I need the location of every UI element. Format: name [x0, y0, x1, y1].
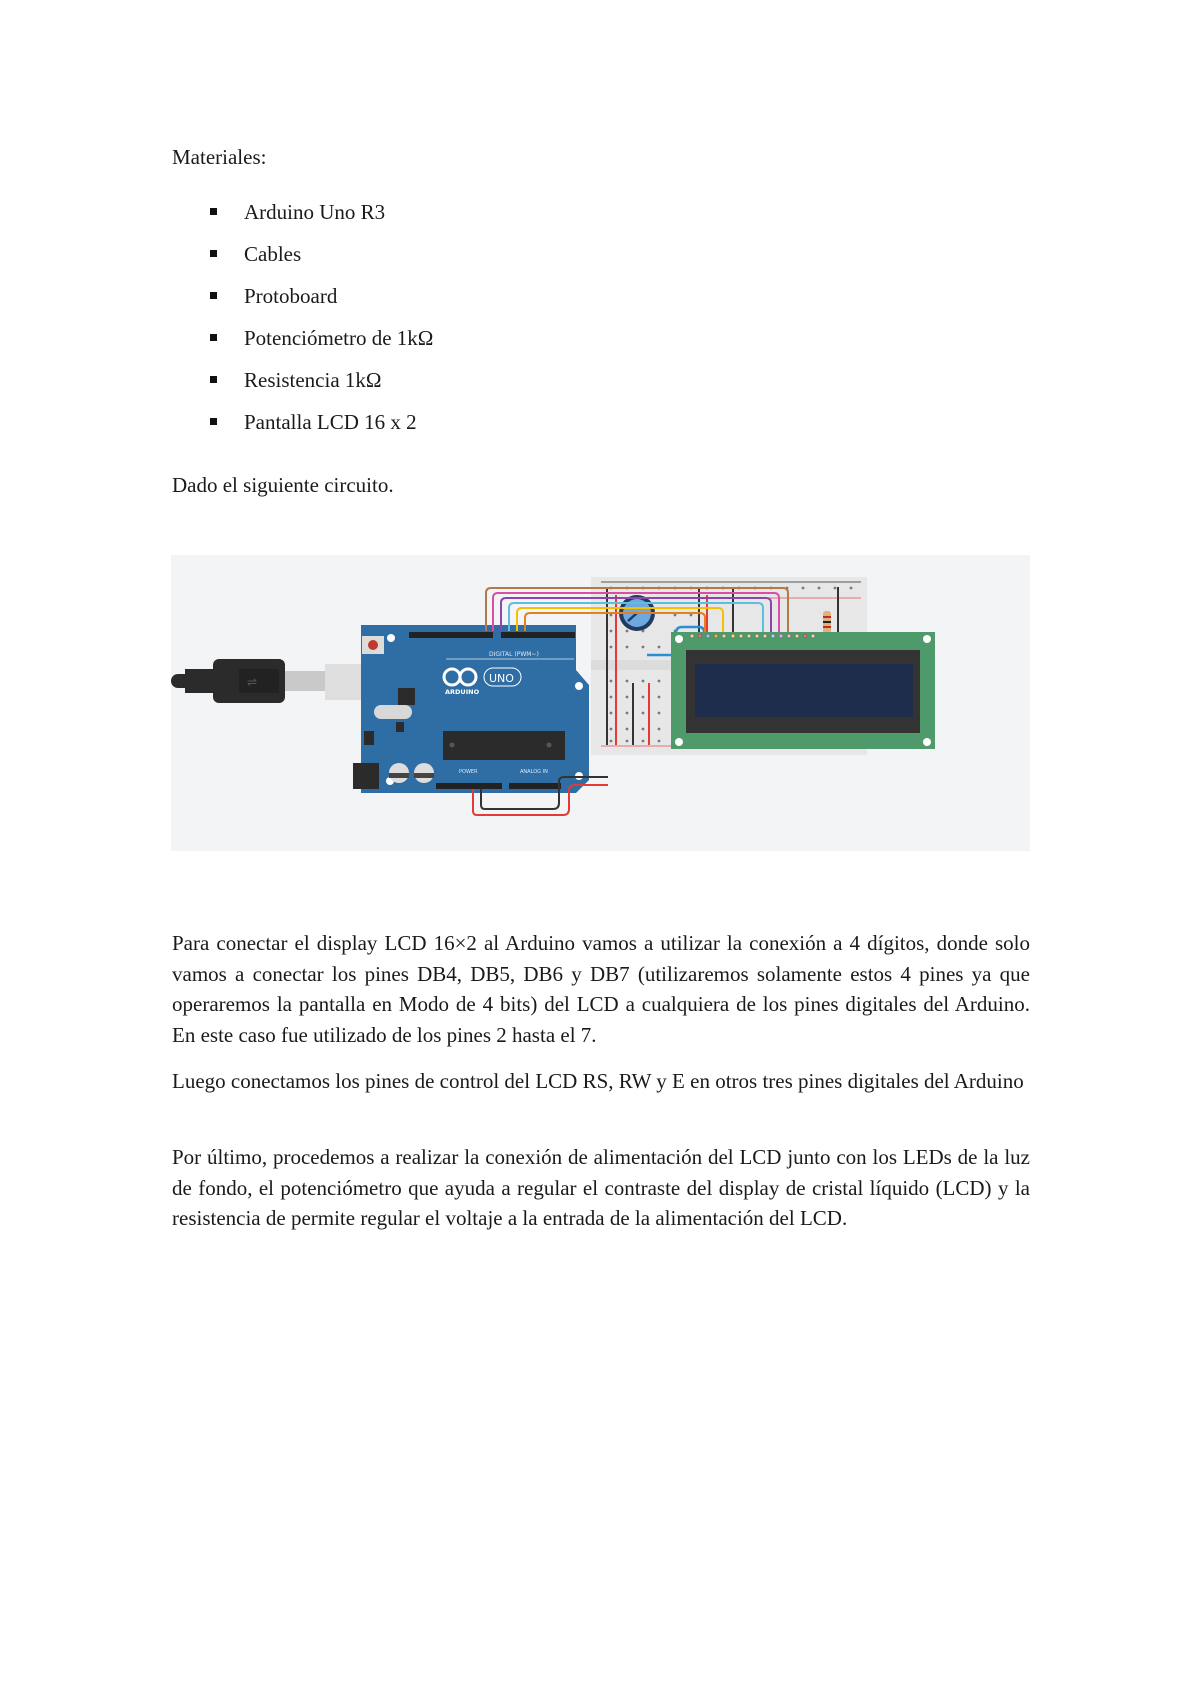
svg-text:DIGITAL (PWM~): DIGITAL (PWM~) [489, 651, 539, 658]
materials-list: Arduino Uno R3 Cables Protoboard Potenci… [172, 197, 433, 449]
intro-text: Dado el siguiente circuito. [172, 473, 394, 497]
ground-wire [480, 776, 608, 810]
list-item-text: Pantalla LCD 16 x 2 [244, 410, 417, 434]
arduino-board-icon: DIGITAL (PWM~) ARDUINO UNO [353, 625, 589, 793]
list-item-text: Potenciómetro de 1kΩ [244, 326, 434, 350]
power-wire [472, 784, 608, 816]
svg-text:ANALOG IN: ANALOG IN [520, 769, 548, 775]
list-item: Pantalla LCD 16 x 2 [172, 407, 433, 449]
arduino-logo-icon: ARDUINO UNO [442, 667, 522, 696]
list-item: Arduino Uno R3 [172, 197, 433, 239]
paragraph-control-pins: Luego conectamos los pines de control de… [172, 1069, 1024, 1093]
lcd-display-icon [671, 632, 935, 749]
square-bullet-icon [210, 418, 217, 425]
square-bullet-icon [210, 208, 217, 215]
circuit-figure: ⇌ DIGITAL (PWM~) [171, 555, 1030, 851]
list-item-text: Arduino Uno R3 [244, 200, 386, 224]
square-bullet-icon [210, 250, 217, 257]
list-item: Protoboard [172, 281, 433, 323]
paragraph-power: Por último, procedemos a realizar la con… [172, 1145, 1030, 1230]
paragraph-connection: Para conectar el display LCD 16×2 al Ard… [172, 931, 1030, 1047]
square-bullet-icon [210, 376, 217, 383]
list-item-text: Protoboard [244, 284, 338, 308]
list-item: Resistencia 1kΩ [172, 365, 433, 407]
svg-text:POWER: POWER [459, 769, 478, 775]
list-item: Potenciómetro de 1kΩ [172, 323, 433, 365]
list-item-text: Cables [244, 242, 302, 266]
list-item-text: Resistencia 1kΩ [244, 368, 382, 392]
circuit-diagram: ⇌ DIGITAL (PWM~) [171, 555, 1030, 851]
signal-wires [485, 587, 789, 635]
square-bullet-icon [210, 292, 217, 299]
list-item: Cables [172, 239, 433, 281]
svg-text:⇌: ⇌ [247, 675, 257, 689]
svg-text:UNO: UNO [489, 672, 514, 685]
resistor-icon [823, 611, 831, 635]
materials-heading: Materiales: [172, 145, 267, 169]
square-bullet-icon [210, 334, 217, 341]
svg-text:ARDUINO: ARDUINO [445, 688, 480, 696]
